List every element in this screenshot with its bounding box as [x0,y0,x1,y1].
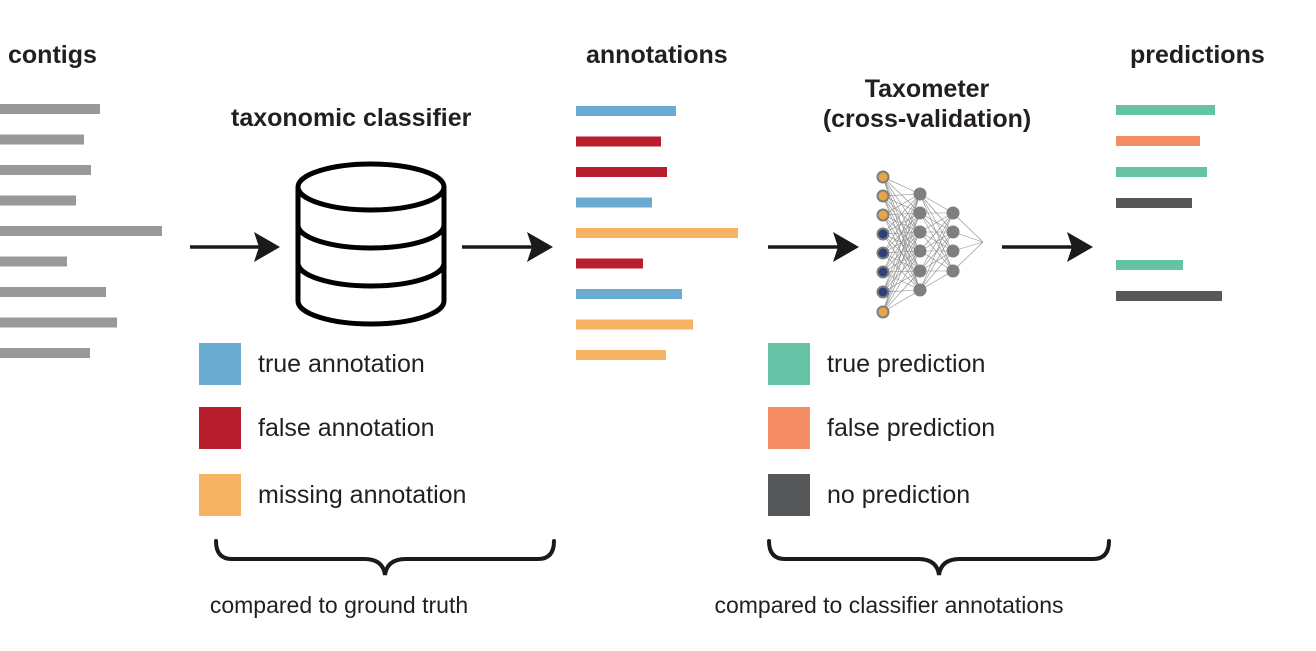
legend-label: false annotation [258,413,435,442]
curly-brace-left [214,539,556,576]
prediction-bar-none [1116,291,1222,301]
curly-brace-icon [214,539,556,576]
legend-label: no prediction [827,480,971,509]
hidden-node [913,264,927,278]
hidden-node [946,244,960,258]
hidden-node [946,206,960,220]
legend-swatch [768,407,810,449]
legend-swatch [199,474,241,516]
neural-network-edges [882,176,984,313]
annotations-title: annotations [586,41,728,69]
database-icon [295,161,447,327]
annotation-bar-true [576,289,682,299]
annotation-bar-missing [576,319,693,330]
hidden-node [913,283,927,297]
prediction-bar-true [1116,105,1215,115]
annotation-bar-missing [576,350,666,360]
input-node [876,170,890,184]
contig-bar [0,348,90,358]
contig-bar [0,165,91,175]
contig-bar [0,104,100,114]
hidden-node [913,244,927,258]
hidden-node [913,206,927,220]
classifier-title: taxonomic classifier [231,104,472,132]
legend-item-true-annotation: true annotation [199,343,425,385]
hidden-node [913,225,927,239]
predictions-title: predictions [1130,41,1265,69]
contigs-title: contigs [8,41,97,69]
hidden-node [946,264,960,278]
legend-item-missing-annotation: missing annotation [199,474,466,516]
prediction-bars [1116,105,1222,301]
legend-label: true prediction [827,349,986,378]
contig-bars [0,104,162,358]
input-node [876,305,890,319]
legend-swatch [768,474,810,516]
annotation-bar-true [576,197,652,208]
taxometer-title-line1: Taxometer [864,75,990,103]
prediction-bar-true [1116,260,1183,270]
legend-item-false-prediction: false prediction [768,407,995,449]
input-node [876,265,890,279]
taxometer-title: Taxometer (cross-validation) [797,74,1057,134]
legend-item-no-prediction: no prediction [768,474,970,516]
legend-swatch [768,343,810,385]
hidden-node [946,225,960,239]
input-node [876,227,890,241]
contig-bar [0,317,117,328]
taxometer-title-line2: (cross-validation) [822,105,1032,133]
input-node [876,208,890,222]
hidden-node [913,187,927,201]
annotation-bar-false [576,136,661,147]
input-node [876,285,890,299]
annotation-bar-false [576,167,667,177]
legend-item-false-annotation: false annotation [199,407,435,449]
annotation-bar-missing [576,228,738,238]
contig-bar [0,226,162,236]
legend-swatch [199,407,241,449]
caption-ground-truth: compared to ground truth [209,592,469,618]
curly-brace-right [767,539,1111,576]
contig-bar [0,287,106,297]
contig-bar [0,195,76,206]
annotation-bar-true [576,106,676,116]
annotation-bar-false [576,258,643,269]
curly-brace-icon [767,539,1111,576]
legend-swatch [199,343,241,385]
legend-item-true-prediction: true prediction [768,343,985,385]
legend-label: missing annotation [258,480,467,509]
caption-classifier: compared to classifier annotations [714,592,1064,618]
input-node [876,246,890,260]
input-node [876,189,890,203]
prediction-bar-false [1116,136,1200,146]
neural-network-icon [876,170,984,319]
prediction-bar-true [1116,167,1207,177]
legend-label: false prediction [827,413,996,442]
contig-bar [0,134,84,145]
contig-bar [0,256,67,267]
prediction-bar-none [1116,198,1192,208]
annotation-bars [576,106,738,360]
legend-label: true annotation [258,349,425,378]
